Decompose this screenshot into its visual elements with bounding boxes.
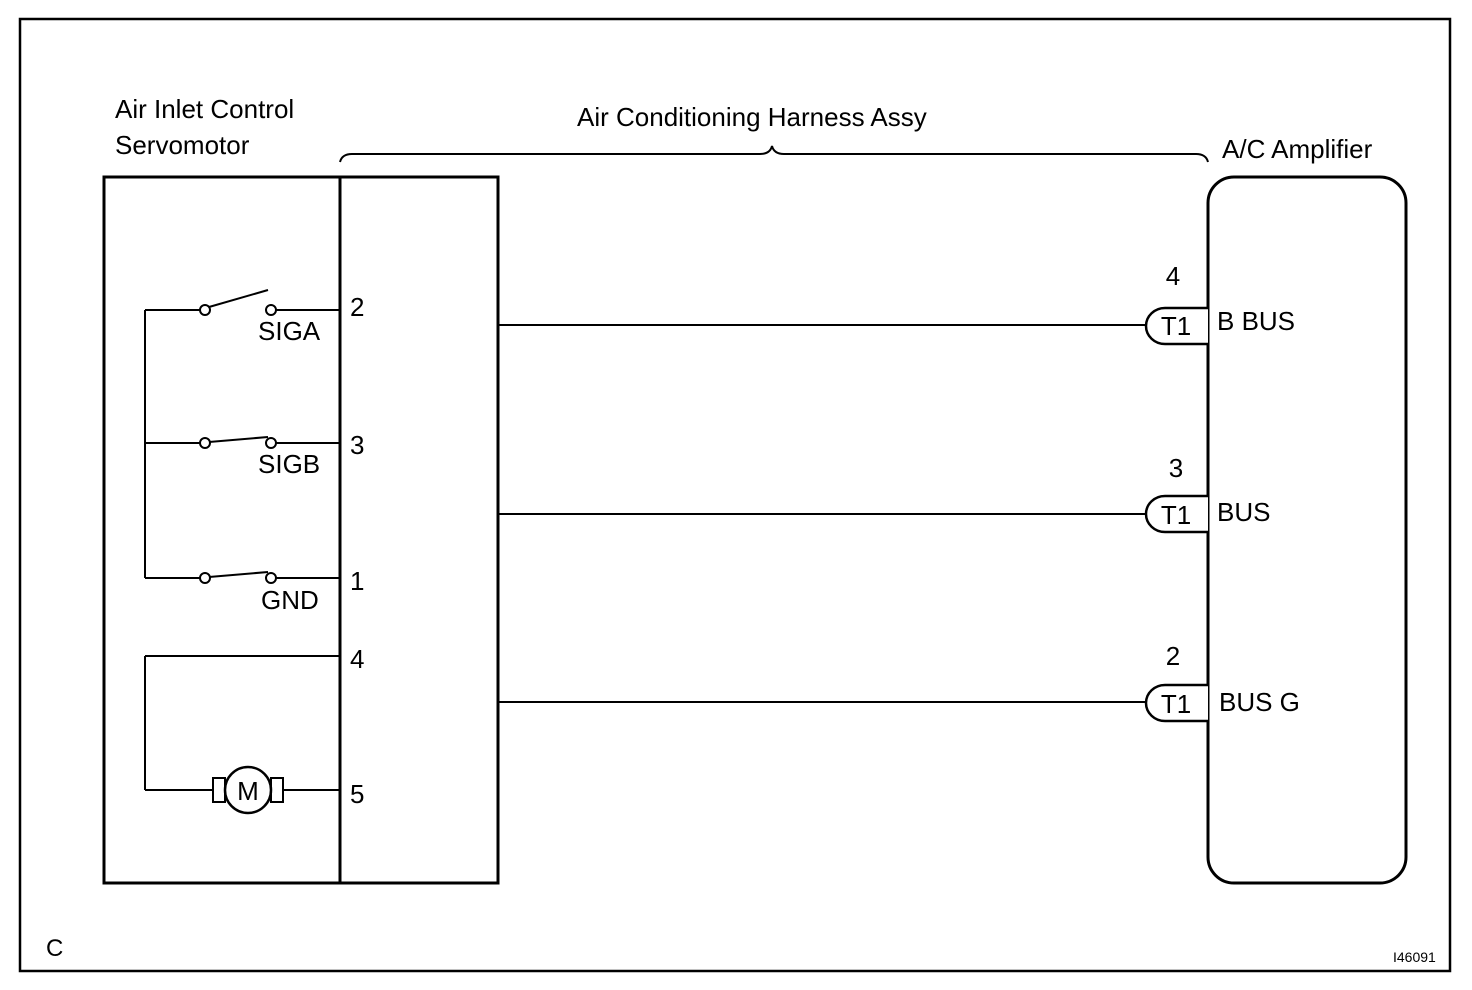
connector-t1-b-bus-label: T1 xyxy=(1161,311,1191,341)
motor-circuit xyxy=(144,655,340,803)
connector-t1-b-bus xyxy=(1144,306,1208,346)
pin-1-label: 1 xyxy=(350,566,364,596)
siga-label: SIGA xyxy=(258,316,321,346)
pin-3-label: 3 xyxy=(350,430,364,460)
amplifier-box xyxy=(1206,175,1408,885)
connector-t1-bus-g-label: T1 xyxy=(1161,689,1191,719)
motor-icon xyxy=(223,765,273,815)
amp-pin-3-label: 3 xyxy=(1169,453,1183,483)
connector-t1-bus-g xyxy=(1144,683,1208,723)
amplifier-label: A/C Amplifier xyxy=(1222,134,1373,164)
gnd-switch xyxy=(145,571,340,584)
corner-letter: C xyxy=(46,935,63,962)
amp-pin-2-label: 2 xyxy=(1166,641,1180,671)
pin-4-label: 4 xyxy=(350,644,364,674)
pin-5-label: 5 xyxy=(350,779,364,809)
harness-brace xyxy=(339,145,1209,163)
bus-g-label: BUS G xyxy=(1219,687,1300,717)
connector-t1-bus-label: T1 xyxy=(1161,500,1191,530)
motor-symbol-label: M xyxy=(237,776,259,806)
figure-id: I46091 xyxy=(1393,949,1436,965)
harness-label: Air Conditioning Harness Assy xyxy=(577,102,927,132)
connector-t1-bus xyxy=(1144,494,1208,534)
servomotor-box xyxy=(102,175,500,885)
servomotor-label-line1: Air Inlet Control xyxy=(115,94,294,124)
pin-2-label: 2 xyxy=(350,292,364,322)
gnd-label: GND xyxy=(261,585,319,615)
b-bus-label: B BUS xyxy=(1217,306,1295,336)
sigb-switch xyxy=(145,436,340,449)
bus-label: BUS xyxy=(1217,497,1270,527)
servomotor-label-line2: Servomotor xyxy=(115,130,250,160)
sigb-label: SIGB xyxy=(258,449,320,479)
amp-pin-4-label: 4 xyxy=(1166,261,1180,291)
diagram-frame xyxy=(18,17,1452,973)
siga-switch xyxy=(145,289,340,316)
